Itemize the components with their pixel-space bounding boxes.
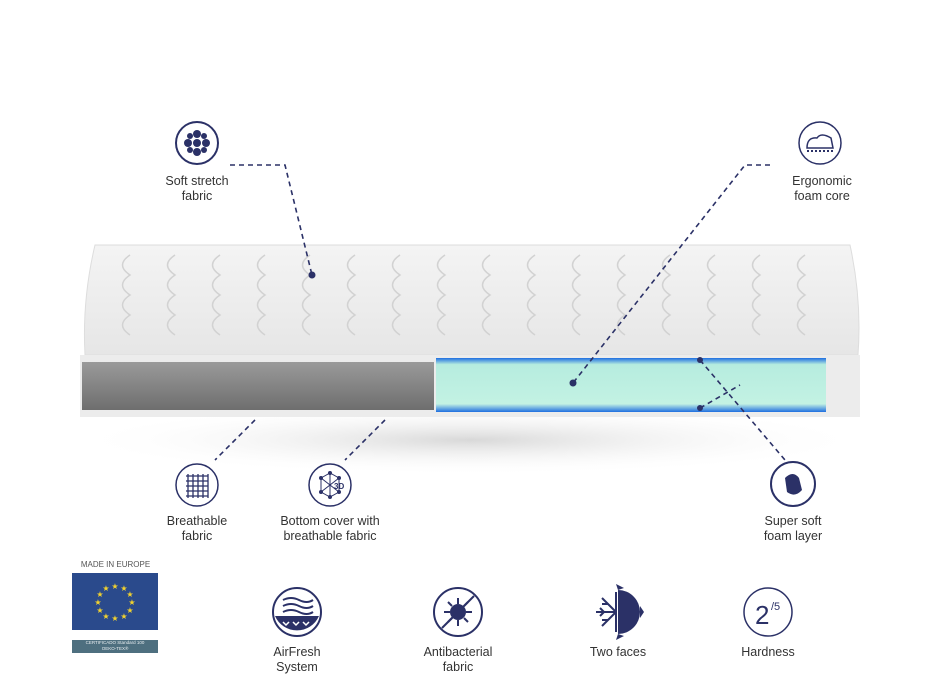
side-fabric <box>82 362 434 410</box>
no-bacteria-icon <box>432 586 484 638</box>
eu-flag-icon: ★★★★★★★★★★★★ <box>72 573 158 630</box>
foam-pillow-icon <box>797 120 843 166</box>
quilting <box>121 254 807 336</box>
woven-fabric-icon <box>174 462 220 508</box>
svg-text:★: ★ <box>96 606 103 615</box>
two-faces-label: Two faces <box>589 645 647 659</box>
svg-text:★: ★ <box>96 590 103 599</box>
svg-text:★: ★ <box>111 614 118 623</box>
air-wave-icon <box>271 586 323 638</box>
svg-text:2: 2 <box>755 600 769 630</box>
3d-mesh-icon: 3D <box>307 462 353 508</box>
hardness-rating-icon: 2/5 <box>742 586 794 638</box>
svg-text:★: ★ <box>120 612 127 621</box>
svg-text:★: ★ <box>111 582 118 591</box>
hardness-label: Hardness <box>741 645 795 659</box>
svg-text:★: ★ <box>126 590 133 599</box>
callout-lines <box>214 164 786 461</box>
mattress-shadow <box>70 405 870 475</box>
svg-text:★: ★ <box>102 584 109 593</box>
hand-press-icon <box>769 460 817 508</box>
snow-sun-icon <box>590 582 646 642</box>
svg-text:3D: 3D <box>334 482 344 491</box>
svg-text:/5: /5 <box>771 601 780 613</box>
svg-text:★: ★ <box>128 598 135 607</box>
grid-circle-icon <box>174 120 220 166</box>
foam-cutaway <box>436 358 826 412</box>
svg-text:★: ★ <box>120 584 127 593</box>
mattress-top <box>83 244 860 356</box>
svg-text:★: ★ <box>102 612 109 621</box>
made-in-europe-text: MADE IN EUROPE <box>80 560 151 569</box>
svg-text:★: ★ <box>126 606 133 615</box>
svg-text:★: ★ <box>94 598 101 607</box>
